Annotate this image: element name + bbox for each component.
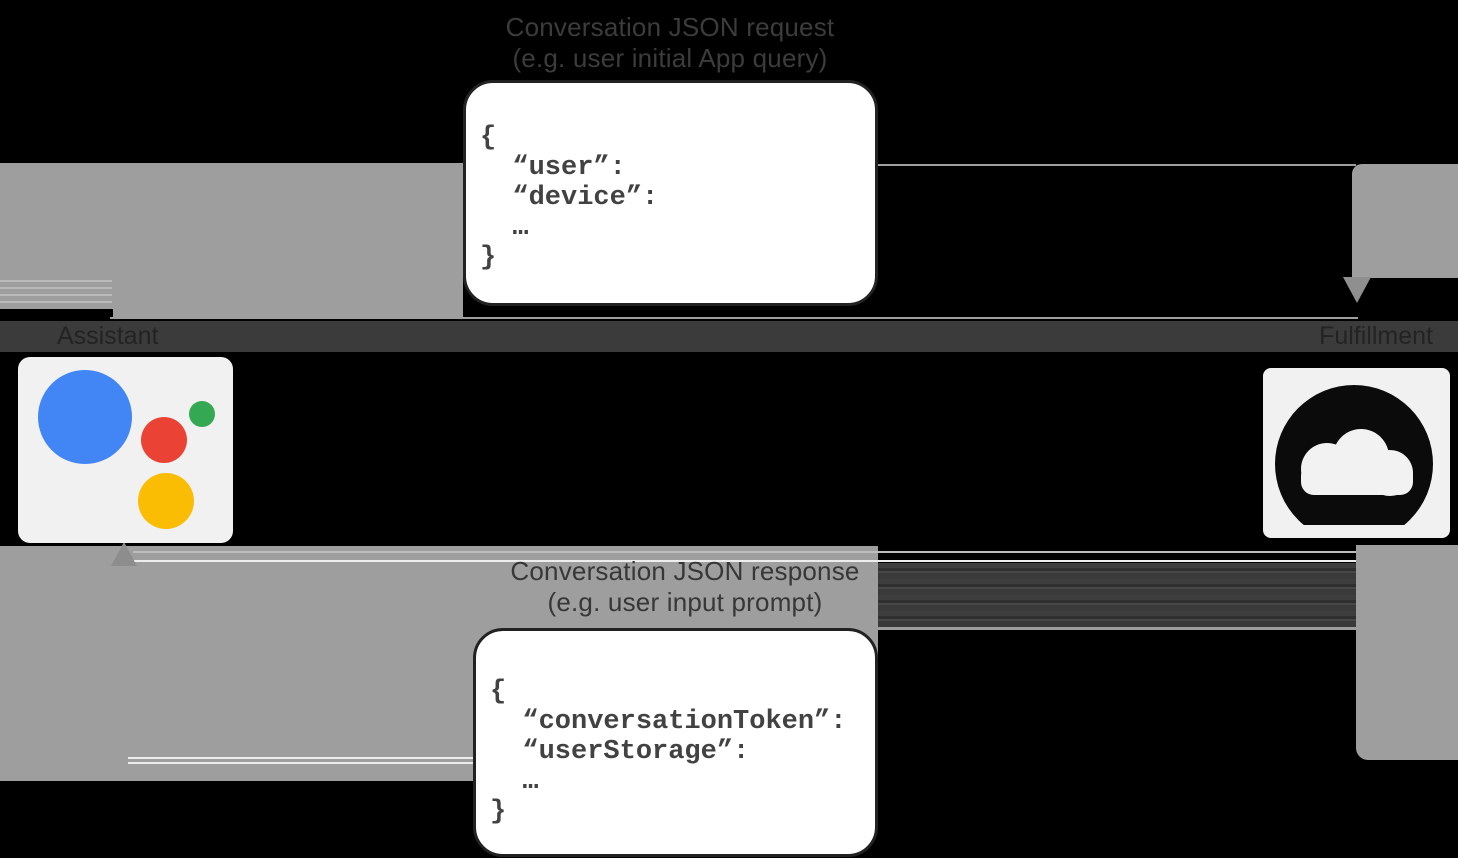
response-caption: Conversation JSON response (e.g. user in…: [365, 556, 1005, 618]
response-json-box: { “conversationToken”: “userStorage”: … …: [473, 628, 878, 857]
request-arrow-shaft-step: [113, 307, 463, 318]
request-caption-line2: (e.g. user initial App query): [512, 43, 828, 73]
assistant-node-card: [18, 357, 233, 543]
cloud-icon-cloud: [1301, 429, 1413, 496]
request-arrow-shaft-left: [0, 163, 463, 309]
response-arrow-shaft-left-ext: [0, 749, 473, 781]
assistant-red-circle: [141, 417, 187, 463]
response-caption-line1: Conversation JSON response: [510, 556, 860, 586]
response-arrow-dark-segment: [878, 563, 1356, 630]
response-arrow-lower-edge-line1: [128, 757, 473, 759]
response-arrow-upper-edge-line1: [133, 551, 1356, 553]
response-json-code: { “conversationToken”: “userStorage”: … …: [490, 677, 847, 827]
response-arrow-lower-edge-line2: [128, 762, 473, 764]
request-json-box: { “user”: “device”: … }: [463, 80, 878, 306]
request-json-code: { “user”: “device”: … }: [480, 123, 659, 273]
response-arrow-upper-edge-line2: [133, 560, 1356, 562]
request-caption: Conversation JSON request (e.g. user ini…: [340, 12, 1000, 74]
assistant-yellow-circle: [138, 473, 194, 529]
cloud-fulfillment-icon: [1275, 385, 1433, 525]
assistant-green-circle: [189, 401, 215, 427]
request-caption-line1: Conversation JSON request: [505, 12, 835, 42]
request-arrowhead-down-icon: [1343, 277, 1371, 303]
request-arrow-streaks: [0, 280, 112, 304]
response-arrow-elbow-right: [1356, 545, 1458, 760]
fulfillment-node-card: [1263, 368, 1450, 538]
response-caption-line2: (e.g. user input prompt): [547, 587, 823, 617]
assistant-blue-circle: [38, 370, 132, 464]
node-label-band: [0, 321, 1458, 352]
google-assistant-icon: [38, 370, 215, 529]
assistant-label: Assistant: [57, 322, 159, 350]
response-arrowhead-up-icon: [111, 542, 137, 566]
request-arrow-bottom-edge: [110, 317, 1358, 319]
request-arrow-elbow-right: [1352, 164, 1458, 278]
fulfillment-label: Fulfillment: [1319, 322, 1433, 350]
